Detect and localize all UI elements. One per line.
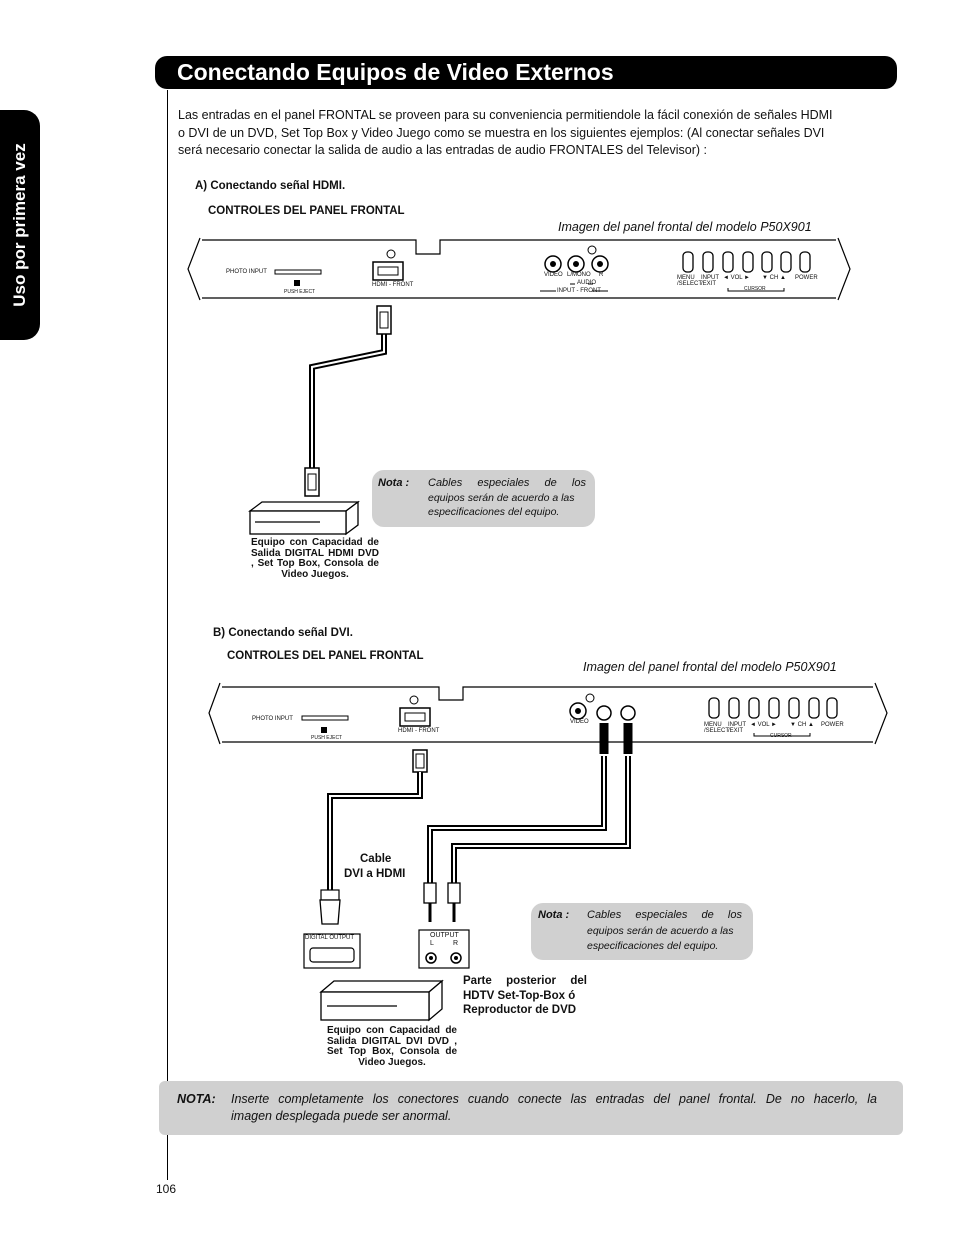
hdmi-plug-b: [412, 749, 428, 773]
intro-line-3: será necesario conectar la salida de aud…: [178, 143, 707, 157]
vol-label-a: ◄ VOL ►: [723, 275, 750, 281]
hdmi-port-b: [399, 707, 431, 727]
equipment-label-a: Equipo con Capacidad de Salida DIGITAL H…: [251, 537, 379, 580]
note-box-a: Nota : Cables especiales de los equipos …: [372, 470, 595, 527]
input-exit-label-b: INPUT /EXIT: [728, 722, 746, 734]
hdmi-plug-top-a: [376, 305, 392, 335]
video-label-b: VIDEO: [570, 719, 589, 725]
photo-slot-b: [301, 715, 349, 721]
photo-input-label-a: PHOTO INPUT: [226, 269, 267, 275]
input-exit-label-a: INPUT /EXIT: [701, 275, 719, 287]
power-label-b: POWER: [821, 722, 844, 728]
section-b-heading: B) Conectando señal DVI.: [213, 627, 353, 639]
section-b-panel-caption: Imagen del panel frontal del modelo P50X…: [583, 660, 837, 674]
rca-plug-r: [447, 882, 461, 904]
vol-label-b: ◄ VOL ►: [750, 722, 777, 728]
bottom-note-box: NOTA: Inserte completamente los conector…: [159, 1081, 903, 1135]
r-label-a: R: [599, 272, 604, 278]
ch-label-a: ▼ CH ▲: [762, 275, 786, 281]
push-eject-label-a: PUSH EJECT: [284, 289, 316, 295]
power-label-a: POWER: [795, 275, 818, 281]
page-number: 106: [156, 1182, 177, 1196]
note-line-1-a: Cables especiales de los: [428, 477, 586, 489]
equipment-box-a: [248, 500, 360, 536]
hdmi-plug-bottom-a: [304, 467, 320, 497]
menu-select-label-a: MENU /SELECT: [677, 275, 703, 287]
cable-label-1: Cable: [360, 853, 392, 865]
cursor-label-a: CURSOR: [744, 286, 766, 292]
front-panel-a: [187, 237, 851, 301]
section-a-controls-label: CONTROLES DEL PANEL FRONTAL: [208, 205, 405, 217]
rca-plug-l: [423, 882, 437, 904]
note-box-b: Nota : Cables especiales de los equipos …: [531, 903, 753, 960]
note-line-3-a: especificaciones del equipo.: [428, 506, 560, 518]
section-a-panel-caption: Imagen del panel frontal del modelo P50X…: [558, 220, 812, 234]
intro-line-2: o DVI de un DVD, Set Top Box y Video Jue…: [178, 126, 825, 140]
bottom-note-label: NOTA:: [177, 1092, 216, 1106]
control-buttons-b: [708, 697, 838, 719]
front-panel-b: [208, 682, 888, 745]
left-margin-rule: [167, 90, 168, 1180]
note-line-2-b: equipos serán de acuerdo a las: [587, 925, 734, 937]
rear-label-3: Reproductor de DVD: [463, 1004, 577, 1016]
dvi-plug: [319, 899, 341, 925]
photo-input-label-b: PHOTO INPUT: [252, 716, 293, 722]
note-label-b: Nota :: [538, 909, 570, 921]
note-line-1-b: Cables especiales de los: [587, 909, 742, 921]
audio-label-a: AUDIO: [577, 280, 597, 286]
hdmi-port-a: [372, 261, 404, 281]
bottom-note-line-1: Inserte completamente los conectores cua…: [231, 1092, 877, 1106]
output-label: OUTPUT: [430, 932, 459, 939]
output-r-label: R: [453, 940, 459, 947]
hdmi-front-label-b: HDMI - FRONT: [398, 728, 440, 734]
hdmi-front-label-a: HDMI - FRONT: [372, 282, 414, 288]
eject-button-b: [321, 727, 327, 733]
side-tab: Uso por primera vez: [0, 110, 40, 340]
rear-label-1: Parte posterior del: [463, 975, 587, 987]
digital-output-label: DIGITAL OUTPUT: [305, 935, 355, 941]
menu-select-label-b: MENU /SELECT: [704, 722, 730, 734]
eject-button-a: [294, 280, 300, 286]
bottom-note-line-2: imagen desplegada puede ser anormal.: [231, 1109, 452, 1123]
photo-slot-a: [274, 269, 322, 275]
equipment-box-b: [319, 979, 444, 1022]
output-l-label: L: [430, 940, 434, 947]
section-a-heading: A) Conectando señal HDMI.: [195, 180, 346, 192]
note-line-3-b: especificaciones del equipo.: [587, 940, 719, 952]
cursor-label-b: CURSOR: [770, 733, 792, 739]
note-label-a: Nota :: [378, 477, 410, 489]
control-buttons-a: [682, 251, 811, 273]
cable-label-2: DVI a HDMI: [344, 868, 406, 880]
video-label-a: VIDEO: [544, 272, 563, 278]
ch-label-b: ▼ CH ▲: [790, 722, 814, 728]
equipment-label-b: Equipo con Capacidad de Salida DIGITAL D…: [327, 1025, 457, 1068]
hdmi-cable-a: [309, 332, 387, 468]
rear-label-2: HDTV Set-Top-Box ó: [463, 990, 576, 1002]
note-line-2-a: equipos serán de acuerdo a las: [428, 492, 575, 504]
section-b-controls-label: CONTROLES DEL PANEL FRONTAL: [227, 650, 424, 662]
intro-line-1: Las entradas en el panel FRONTAL se prov…: [178, 108, 833, 122]
lmono-label-a: L/MONO: [567, 272, 591, 278]
side-tab-label: Uso por primera vez: [10, 143, 29, 307]
section-a-diagram: [187, 237, 851, 536]
page-title: Conectando Equipos de Video Externos: [155, 56, 897, 89]
input-front-label-a: INPUT - FRONT: [557, 288, 601, 294]
push-eject-label-b: PUSH EJECT: [311, 735, 343, 741]
section-b-diagram: [208, 682, 888, 969]
